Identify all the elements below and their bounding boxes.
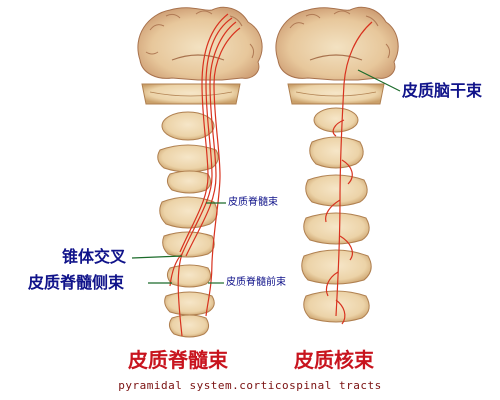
title-corticonuclear: 皮质核束 bbox=[294, 348, 374, 372]
title-corticospinal: 皮质脊髓束 bbox=[128, 348, 228, 372]
left-brain-section bbox=[137, 6, 263, 81]
subtitle-english: pyramidal system.corticospinal tracts bbox=[118, 379, 382, 392]
right-midbrain-slab bbox=[287, 83, 385, 105]
right-tract-lines bbox=[325, 21, 373, 325]
leader-decussation bbox=[131, 255, 183, 259]
label-corticospinal-tract-upper: 皮质脊髓束 bbox=[228, 197, 278, 208]
leader-corticobulbar bbox=[357, 69, 401, 92]
right-brainstem-sections bbox=[301, 107, 372, 323]
left-medulla-lower bbox=[166, 170, 212, 194]
left-tract-lines bbox=[169, 13, 241, 337]
right-brain-section bbox=[275, 6, 399, 81]
leader-lines bbox=[131, 69, 401, 284]
label-lateral-corticospinal-tract: 皮质脊髓侧束 bbox=[28, 273, 125, 292]
left-medulla-section bbox=[157, 144, 219, 173]
left-spinal-sections bbox=[159, 196, 218, 338]
label-corticobulbar-tract: 皮质脑干束 bbox=[402, 81, 483, 100]
label-pyramidal-decussation: 锥体交叉 bbox=[62, 247, 127, 266]
left-pons-section bbox=[161, 111, 215, 141]
label-anterior-corticospinal-tract: 皮质脊髓前束 bbox=[226, 277, 286, 288]
left-midbrain-slab bbox=[141, 83, 241, 105]
